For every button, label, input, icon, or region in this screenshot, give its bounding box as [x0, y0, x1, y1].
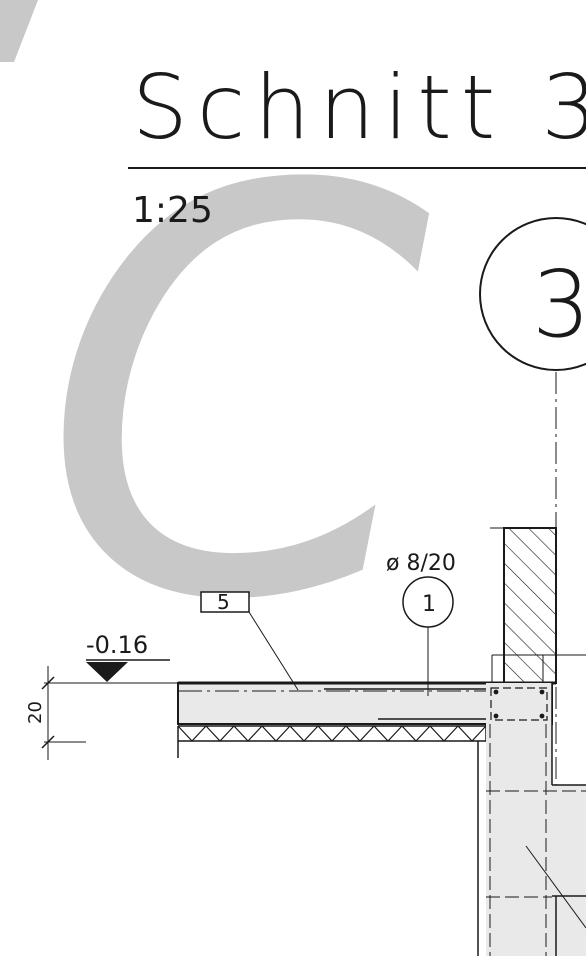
- stirrup: [490, 687, 548, 721]
- foundation-concrete: [486, 724, 552, 956]
- part-tag-leader: [248, 611, 299, 691]
- elevation-triangle: [86, 662, 128, 682]
- title-block: Schnitt 3- 1:25: [128, 56, 586, 231]
- rebar-callout: ø 8/20 1: [386, 551, 456, 696]
- elevation-marker: -0.16: [86, 631, 170, 682]
- watermark-stroke-shape: [0, 0, 38, 62]
- wall-hatch: [503, 527, 557, 684]
- dimension-label: 20: [25, 701, 46, 724]
- rebar-label: ø 8/20: [386, 551, 456, 576]
- drawing-scale: 1:25: [132, 190, 213, 231]
- foundation: [477, 683, 586, 956]
- part-tag-box: [200, 591, 250, 613]
- elevation-label: -0.16: [86, 631, 148, 659]
- dimension: 20: [25, 666, 178, 760]
- position-number: 1: [422, 592, 436, 617]
- drawing-title: Schnitt 3-: [132, 56, 586, 159]
- part-tag: 5: [200, 590, 299, 691]
- watermark-letter: C: [40, 71, 434, 723]
- wall: [490, 527, 586, 684]
- section-marker-label: 3: [532, 251, 586, 358]
- insulation-layer: [177, 724, 487, 758]
- insulation-zigzag: [177, 725, 487, 742]
- part-tag-label: 5: [217, 590, 230, 614]
- section-marker-circle: [479, 217, 586, 371]
- watermark: C: [0, 0, 434, 723]
